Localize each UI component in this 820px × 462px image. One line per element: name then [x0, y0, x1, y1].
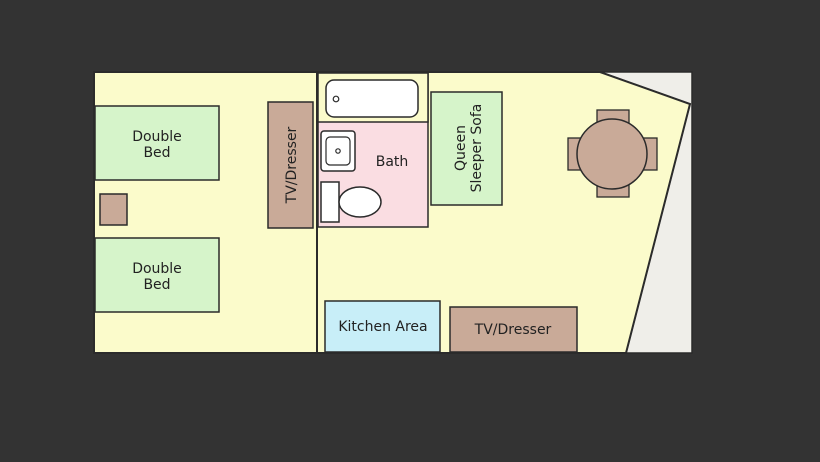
- sink-drain: [335, 148, 341, 154]
- double-bed-1-label-line1: Double: [132, 129, 182, 145]
- toilet-tank: [320, 181, 340, 223]
- double-bed-1: [94, 105, 220, 181]
- double-bed-2-label-line1: Double: [132, 261, 182, 277]
- bedroom-tv-dresser: [267, 101, 314, 229]
- bedroom-tv-dresser-label: TV/Dresser: [284, 126, 300, 204]
- double-bed-1-label-line2: Bed: [143, 145, 170, 161]
- living-tv-dresser-label: TV/Dresser: [474, 322, 552, 338]
- bath-label: Bath: [376, 154, 409, 170]
- toilet-bowl: [338, 186, 382, 218]
- bathtub: [325, 79, 419, 118]
- double-bed-2-label-line2: Bed: [143, 277, 170, 293]
- living-tv-dresser: [449, 306, 578, 353]
- queen-sleeper-sofa: [430, 91, 503, 206]
- sofa-label-line1: Queen: [453, 125, 469, 171]
- sofa-label-line2: Sleeper Sofa: [469, 104, 485, 193]
- bathtub-drain: [332, 95, 340, 103]
- nightstand: [99, 193, 128, 226]
- kitchen-area-label: Kitchen Area: [338, 319, 427, 335]
- sink-basin: [325, 136, 351, 166]
- kitchen-area: [324, 300, 441, 353]
- double-bed-2: [94, 237, 220, 313]
- dining-table: [576, 118, 648, 190]
